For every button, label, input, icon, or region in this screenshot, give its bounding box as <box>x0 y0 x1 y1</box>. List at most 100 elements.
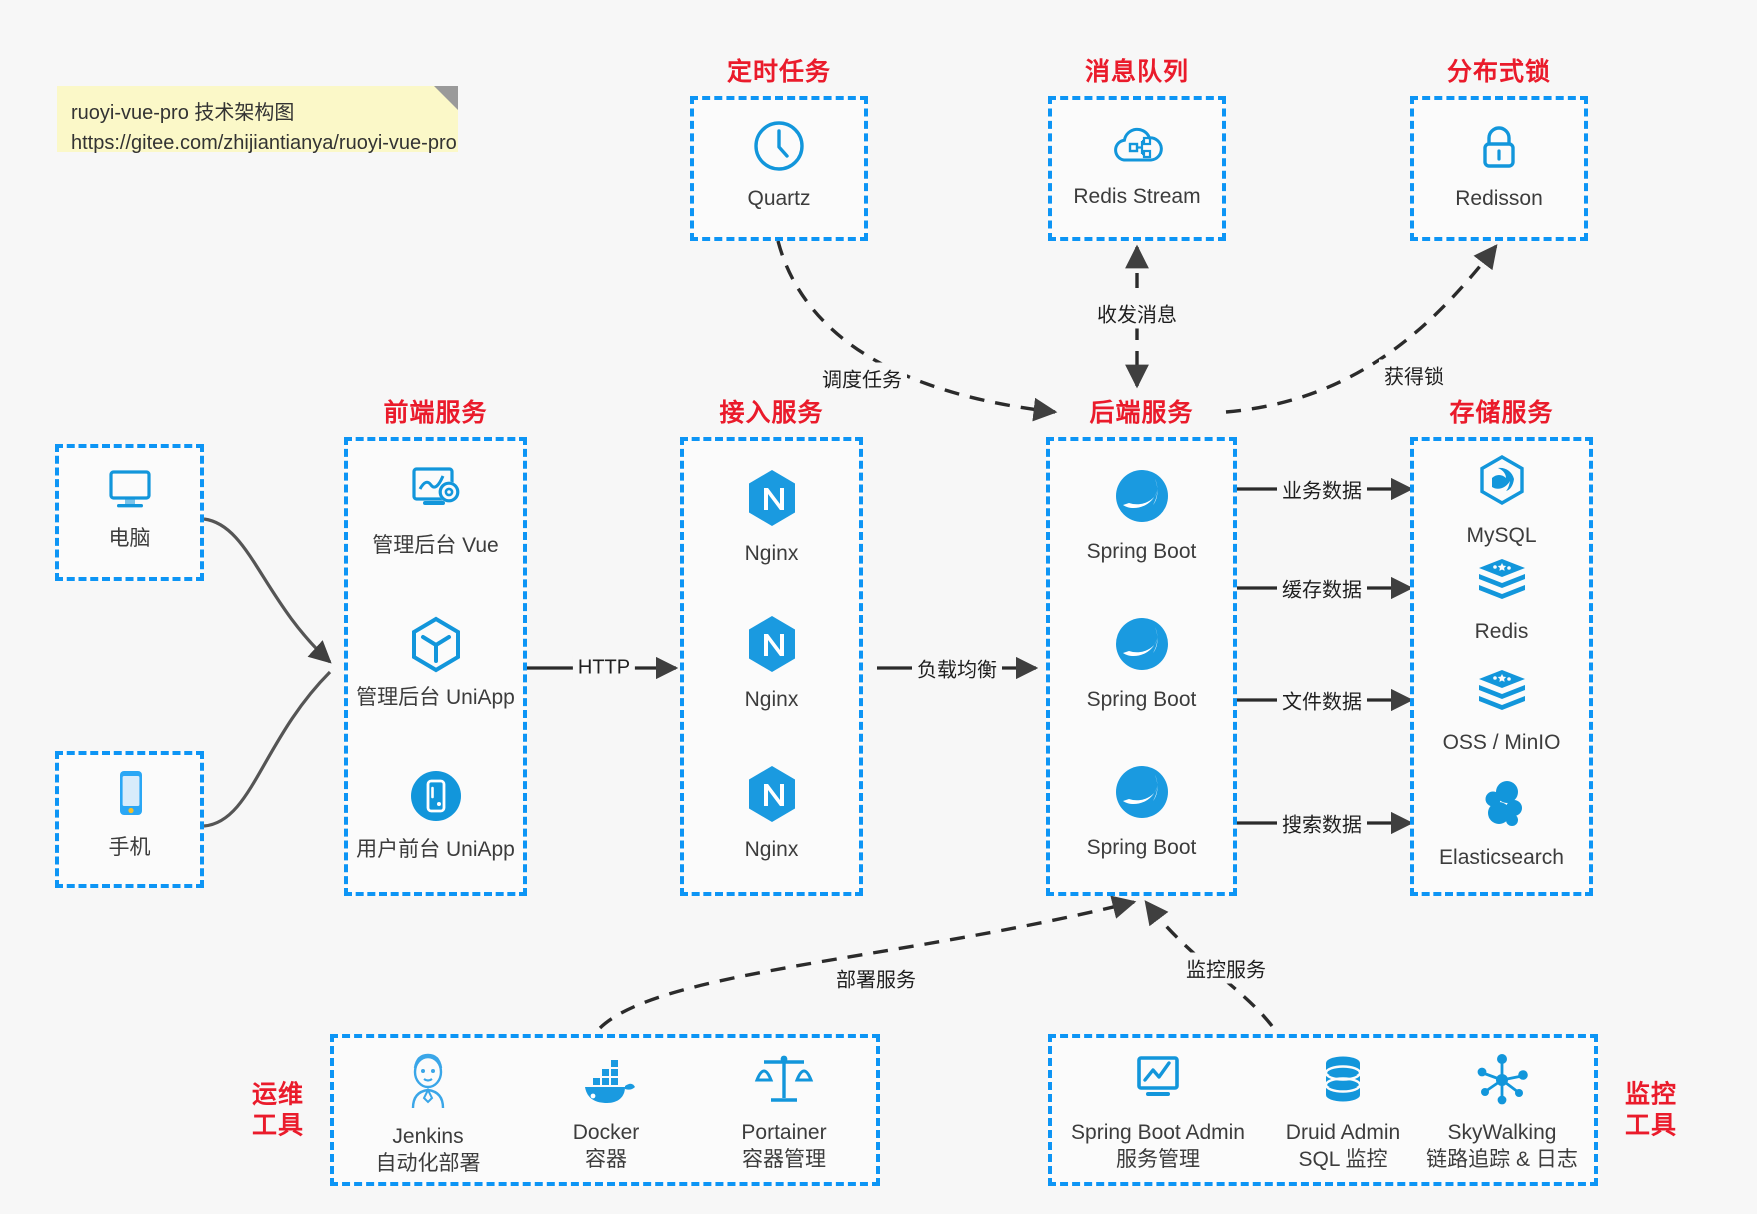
elasticsearch-icon <box>1473 777 1531 838</box>
clock-icon <box>751 118 807 179</box>
edge-label-file-data: 文件数据 <box>1277 684 1367 716</box>
node-phone[interactable]: 手机 <box>55 751 204 888</box>
node-quartz[interactable]: Quartz <box>690 118 868 213</box>
group-message-queue: 消息队列 Redis Stream <box>1048 58 1226 241</box>
padlock-icon <box>1471 118 1527 179</box>
node-admin-uniapp[interactable]: 管理后台 UniApp <box>344 615 527 712</box>
node-druid-admin[interactable]: Druid Admin SQL 监控 <box>1253 1052 1433 1174</box>
node-computer[interactable]: 电脑 <box>55 444 204 581</box>
group-frontend-title: 前端服务 <box>383 399 488 427</box>
node-spring-boot-1[interactable]: Spring Boot <box>1046 465 1237 566</box>
node-redisson-label: Redisson <box>1455 187 1543 210</box>
node-spring-boot-admin[interactable]: Spring Boot Admin 服务管理 <box>1048 1052 1268 1174</box>
node-phone-label: 手机 <box>108 836 151 859</box>
group-devops-title-line-2: 工具 <box>251 1111 304 1139</box>
group-distributed-lock-title: 分布式锁 <box>1446 58 1551 86</box>
group-devops: 运维 工具 Jenkins 自动化部署 <box>252 1034 880 1186</box>
scales-balance-icon <box>753 1050 815 1113</box>
dashboard-gear-icon <box>405 463 467 526</box>
group-monitoring-title: 监控 工具 <box>1613 1080 1689 1141</box>
group-monitoring-title-line-2: 工具 <box>1624 1111 1677 1139</box>
node-jenkins-sublabel: 自动化部署 <box>375 1151 481 1175</box>
node-oss-minio-label: OSS / MinIO <box>1442 731 1561 754</box>
edge-label-http: HTTP <box>572 655 636 681</box>
node-mysql-label: MySQL <box>1466 524 1537 547</box>
group-gateway-title: 接入服务 <box>719 399 824 427</box>
node-nginx-3-label: Nginx <box>744 838 799 861</box>
node-nginx-1[interactable]: Nginx <box>680 467 863 568</box>
note-line-2: https://gitee.com/zhijiantianya/ruoyi-vu… <box>71 132 457 155</box>
node-docker-sublabel: 容器 <box>585 1147 627 1171</box>
group-devops-title-line-1: 运维 <box>251 1080 304 1109</box>
node-user-uniapp-label: 用户前台 UniApp <box>356 838 515 861</box>
node-spring-boot-2[interactable]: Spring Boot <box>1046 613 1237 714</box>
node-portainer[interactable]: Portainer 容器管理 <box>694 1050 874 1174</box>
node-computer-box <box>55 444 204 581</box>
spring-boot-icon <box>1111 465 1173 532</box>
smartphone-icon <box>103 767 157 828</box>
skywalking-node-icon <box>1473 1052 1531 1113</box>
group-monitoring: 监控 工具 Spring Boot Admin 服务管理 <box>1048 1034 1676 1186</box>
node-jenkins[interactable]: Jenkins 自动化部署 <box>338 1050 518 1178</box>
edge-label-load-balance: 负载均衡 <box>912 652 1002 684</box>
spring-boot-icon <box>1111 761 1173 828</box>
edge-label-monitor-service: 监控服务 <box>1181 952 1271 984</box>
node-redis-stream[interactable]: Redis Stream <box>1048 120 1226 211</box>
node-spring-boot-3-label: Spring Boot <box>1086 836 1197 859</box>
node-computer-label: 电脑 <box>108 527 151 550</box>
nginx-icon <box>743 763 801 830</box>
group-frontend: 前端服务 管理后台 Vue <box>344 399 527 896</box>
group-gateway: 接入服务 Nginx Nginx <box>680 399 863 896</box>
node-skywalking-label: SkyWalking <box>1447 1121 1557 1144</box>
node-spring-boot-2-label: Spring Boot <box>1086 688 1197 711</box>
node-spring-boot-admin-label: Spring Boot Admin <box>1071 1121 1245 1144</box>
edge-label-search-data: 搜索数据 <box>1277 807 1367 839</box>
group-scheduler: 定时任务 Quartz <box>690 58 868 241</box>
database-cylinder-icon <box>1315 1052 1371 1113</box>
group-message-queue-box <box>1048 96 1226 241</box>
group-devops-title: 运维 工具 <box>240 1080 316 1141</box>
hexagon-cube-icon <box>406 615 466 678</box>
nginx-icon <box>743 467 801 534</box>
edge-label-deploy-service: 部署服务 <box>831 962 921 994</box>
node-spring-boot-3[interactable]: Spring Boot <box>1046 761 1237 862</box>
group-storage-title: 存储服务 <box>1449 399 1554 427</box>
node-portainer-sublabel: 容器管理 <box>742 1147 826 1171</box>
node-admin-vue[interactable]: 管理后台 Vue <box>344 463 527 560</box>
edge-label-schedule-task: 调度任务 <box>817 362 907 394</box>
node-mysql[interactable]: MySQL <box>1410 453 1593 550</box>
node-druid-admin-sublabel: SQL 监控 <box>1298 1147 1388 1171</box>
edge-label-acquire-lock: 获得锁 <box>1379 359 1449 391</box>
group-message-queue-title: 消息队列 <box>1084 58 1189 86</box>
group-distributed-lock-box <box>1410 96 1588 241</box>
node-elasticsearch[interactable]: Elasticsearch <box>1410 777 1593 872</box>
cloud-stream-icon <box>1109 120 1165 177</box>
edge-label-business-data: 业务数据 <box>1277 473 1367 505</box>
node-redisson[interactable]: Redisson <box>1410 118 1588 213</box>
group-storage: 存储服务 MySQL Red <box>1410 399 1593 896</box>
mysql-dolphin-icon <box>1474 453 1530 516</box>
node-nginx-3[interactable]: Nginx <box>680 763 863 864</box>
node-redis[interactable]: Redis <box>1410 553 1593 646</box>
group-distributed-lock: 分布式锁 Redisson <box>1410 58 1588 241</box>
nginx-icon <box>743 613 801 680</box>
node-spring-boot-admin-sublabel: 服务管理 <box>1116 1147 1200 1171</box>
group-scheduler-title: 定时任务 <box>726 58 831 86</box>
node-user-uniapp[interactable]: 用户前台 UniApp <box>344 767 527 864</box>
node-oss-minio[interactable]: OSS / MinIO <box>1410 664 1593 757</box>
node-docker[interactable]: Docker 容器 <box>516 1056 696 1174</box>
node-admin-vue-label: 管理后台 Vue <box>372 534 499 557</box>
node-redis-label: Redis <box>1474 620 1529 643</box>
node-nginx-2[interactable]: Nginx <box>680 613 863 714</box>
node-skywalking[interactable]: SkyWalking 链路追踪 & 日志 <box>1406 1052 1598 1174</box>
node-druid-admin-label: Druid Admin <box>1285 1121 1401 1144</box>
desktop-monitor-icon <box>103 464 157 519</box>
monitor-chart-icon <box>1128 1052 1188 1113</box>
note-line-1: ruoyi-vue-pro 技术架构图 <box>71 102 295 124</box>
node-portainer-label: Portainer <box>741 1121 827 1144</box>
docker-whale-icon <box>575 1056 637 1113</box>
note-fold-corner <box>434 86 458 110</box>
node-redis-stream-label: Redis Stream <box>1073 185 1201 208</box>
node-nginx-2-label: Nginx <box>744 688 799 711</box>
